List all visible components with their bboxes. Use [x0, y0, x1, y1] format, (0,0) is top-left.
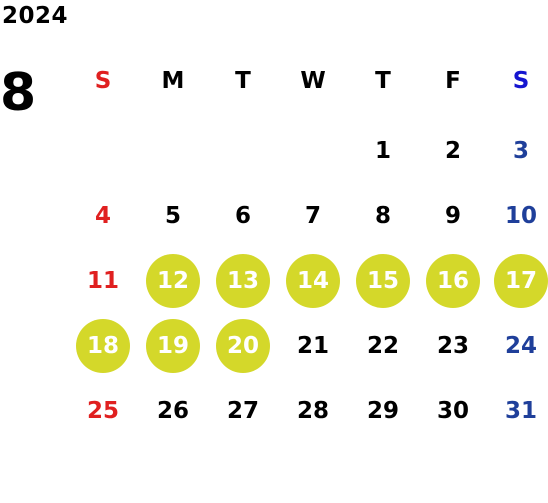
calendar-day: 2 — [444, 137, 461, 164]
calendar-day: 29 — [366, 397, 399, 424]
weekday-header: T — [235, 67, 251, 94]
weekday-header: S — [512, 67, 530, 94]
calendar-year: 2024 — [2, 3, 69, 29]
calendar-day: 22 — [366, 332, 399, 359]
calendar-day: 23 — [436, 332, 469, 359]
calendar-day: 8 — [374, 202, 391, 229]
calendar-day: 11 — [86, 267, 119, 294]
highlighted-day: 18 — [76, 319, 130, 373]
calendar-day: 24 — [504, 332, 537, 359]
highlighted-day: 12 — [146, 254, 200, 308]
calendar-day: 9 — [444, 202, 461, 229]
calendar-day: 27 — [226, 397, 259, 424]
calendar-day: 7 — [304, 202, 321, 229]
calendar-month: 8 — [0, 63, 37, 123]
calendar-day: 10 — [504, 202, 537, 229]
highlighted-day: 20 — [216, 319, 270, 373]
calendar-day: 3 — [512, 137, 529, 164]
calendar-day: 28 — [296, 397, 329, 424]
highlighted-day: 13 — [216, 254, 270, 308]
calendar-day: 4 — [94, 202, 111, 229]
calendar-day: 25 — [86, 397, 119, 424]
calendar-day: 31 — [504, 397, 537, 424]
calendar-day: 5 — [164, 202, 181, 229]
weekday-header: T — [375, 67, 391, 94]
highlighted-day: 16 — [426, 254, 480, 308]
highlighted-day: 19 — [146, 319, 200, 373]
calendar-day: 6 — [234, 202, 251, 229]
highlighted-day: 14 — [286, 254, 340, 308]
highlighted-day: 15 — [356, 254, 410, 308]
weekday-header: M — [161, 67, 185, 94]
weekday-header: S — [94, 67, 112, 94]
weekday-header: W — [300, 67, 326, 94]
weekday-header: F — [445, 67, 461, 94]
calendar-day: 30 — [436, 397, 469, 424]
calendar-day: 1 — [374, 137, 391, 164]
calendar-day: 21 — [296, 332, 329, 359]
calendar-day: 26 — [156, 397, 189, 424]
highlighted-day: 17 — [494, 254, 548, 308]
